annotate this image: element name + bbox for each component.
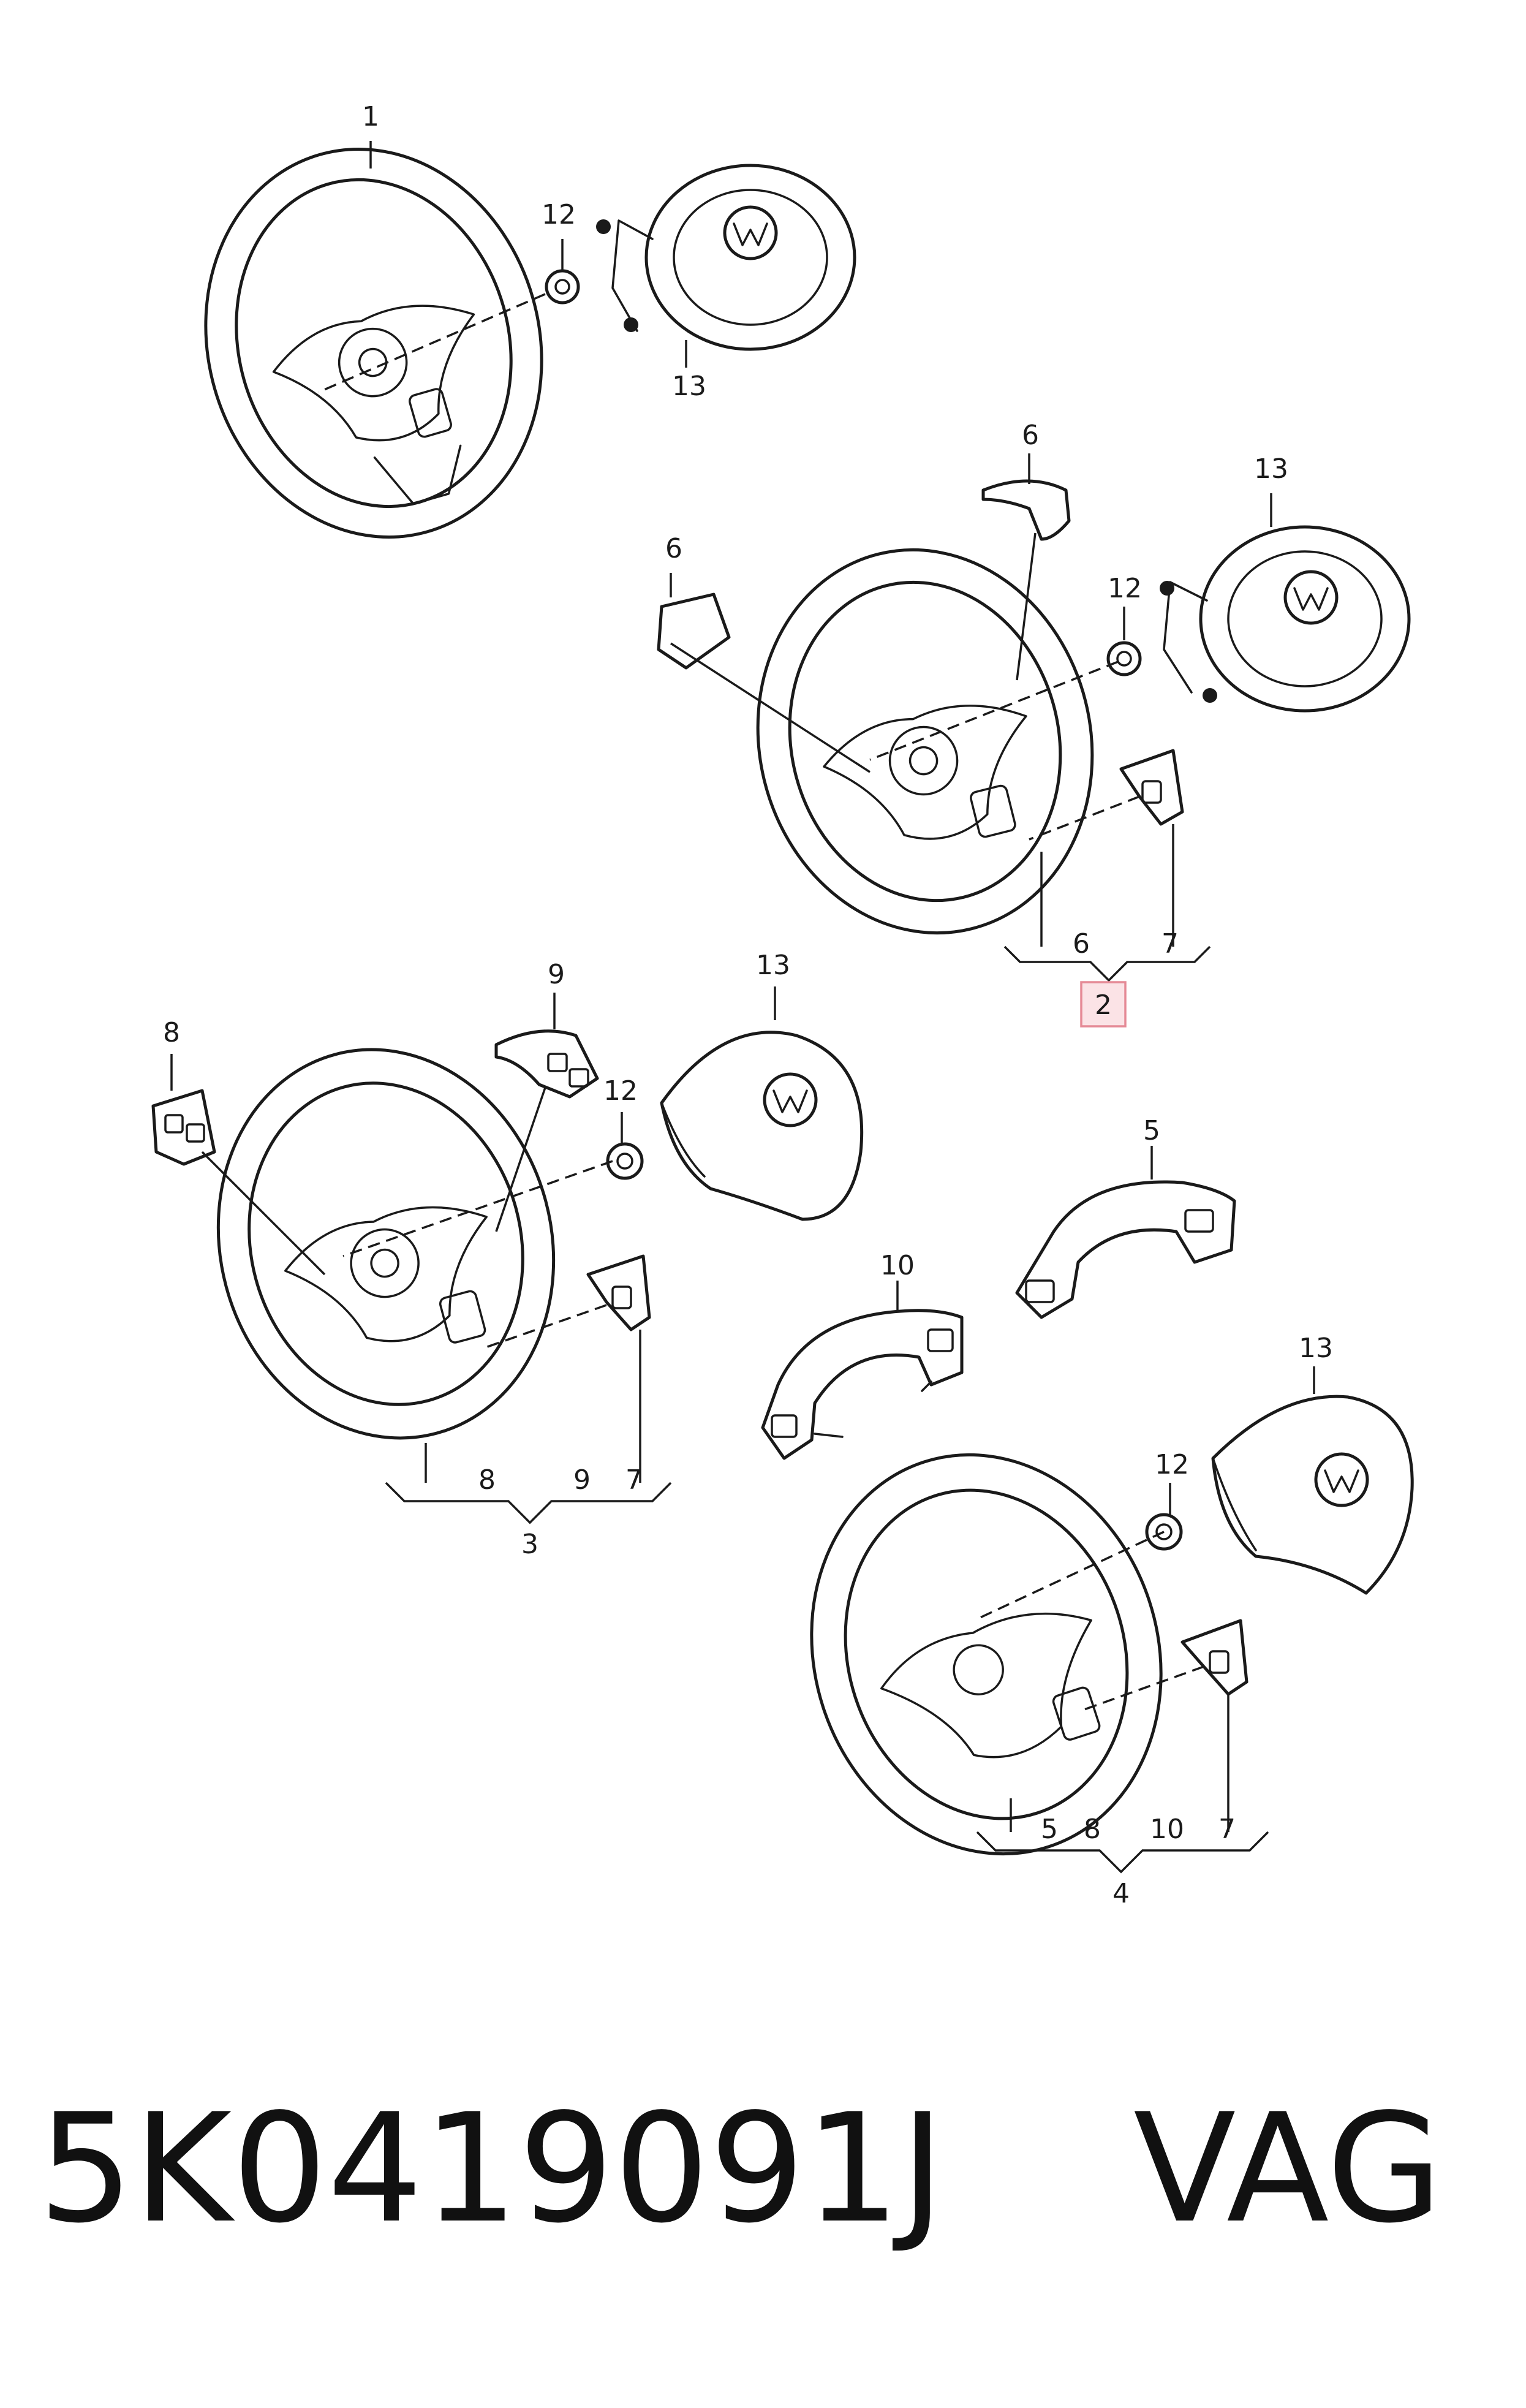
nut-12-c [606, 1142, 644, 1180]
label-part-7-brace-d: 7 [1218, 1814, 1236, 1845]
label-part-9-brace: 9 [573, 1464, 591, 1496]
multifunction-switch-8-a [151, 1089, 216, 1166]
label-part-12-c: 12 [603, 1075, 638, 1107]
label-part-7-brace-b: 7 [1161, 928, 1179, 960]
airbag-13-b [1160, 525, 1411, 713]
switch-cover-7-b [1119, 749, 1184, 826]
switch-cover-7-d [1180, 1619, 1248, 1696]
highlight-box-part-2 [1080, 981, 1127, 1028]
steering-wheel-4 [810, 1453, 1163, 1856]
steering-wheel-1 [204, 148, 543, 539]
brace-assembly-3 [385, 1482, 672, 1524]
assembly-2: 6 6 12 13 6 7 2 [657, 420, 1411, 1028]
steering-wheel-3 [216, 1048, 556, 1440]
label-part-5: 5 [1143, 1115, 1160, 1146]
multifunction-switch-10 [761, 1309, 964, 1460]
label-part-13-a: 13 [672, 371, 706, 402]
multifunction-switch-9 [494, 1029, 599, 1099]
footer: 5K0419091J VAG [0, 2071, 1526, 2267]
label-part-6-brace: 6 [1073, 928, 1090, 960]
assembly-4: 5 10 12 13 5 8 10 7 4 [761, 1115, 1414, 1909]
label-part-8-a: 8 [163, 1017, 180, 1048]
label-part-7-brace-c: 7 [625, 1464, 643, 1496]
trim-cap-6-left [657, 593, 731, 670]
axis-line-1 [318, 293, 546, 393]
axis-line-4 [980, 1531, 1165, 1619]
nut-12-b [1106, 641, 1142, 676]
label-part-8-brace-a: 8 [478, 1464, 496, 1496]
axis-line-3 [342, 1160, 613, 1257]
label-part-13-d: 13 [1299, 1333, 1333, 1364]
assembly-3: 8 9 12 13 8 9 7 3 [151, 950, 864, 1560]
label-part-3: 3 [521, 1529, 538, 1560]
label-part-12-a: 12 [542, 199, 576, 230]
label-part-6-top: 6 [1022, 420, 1039, 451]
label-part-4: 4 [1112, 1878, 1130, 1909]
nut-12-a [545, 269, 580, 305]
label-part-13-c: 13 [756, 950, 790, 981]
nut-12-d [1145, 1513, 1183, 1551]
label-part-8-brace-b: 8 [1084, 1814, 1101, 1845]
label-part-1: 1 [362, 101, 379, 132]
multifunction-switch-5 [1015, 1180, 1236, 1319]
axis-line-2 [869, 661, 1119, 761]
label-part-9: 9 [548, 959, 565, 990]
steering-wheel-2 [756, 548, 1094, 935]
airbag-13-c [660, 1031, 864, 1221]
brand-caption: VAG [1133, 2081, 1443, 2256]
brace-assembly-4 [976, 1831, 1269, 1874]
assembly-1: 1 12 13 [204, 101, 856, 539]
label-part-10-brace: 10 [1150, 1814, 1184, 1845]
label-part-6-left: 6 [665, 533, 682, 564]
airbag-13-a [596, 164, 856, 351]
label-part-10: 10 [880, 1250, 915, 1281]
airbag-13-d [1211, 1395, 1414, 1595]
brace-assembly-2 [1003, 945, 1211, 982]
label-part-13-b: 13 [1254, 453, 1288, 485]
label-part-12-d: 12 [1155, 1449, 1189, 1480]
label-part-2: 2 [1095, 990, 1112, 1021]
trim-cap-6-top [981, 479, 1071, 541]
label-part-12-b: 12 [1108, 573, 1142, 604]
label-part-5-brace: 5 [1041, 1814, 1058, 1845]
part-number-caption: 5K0419091J [38, 2081, 945, 2256]
switch-cover-7-c [586, 1254, 651, 1331]
